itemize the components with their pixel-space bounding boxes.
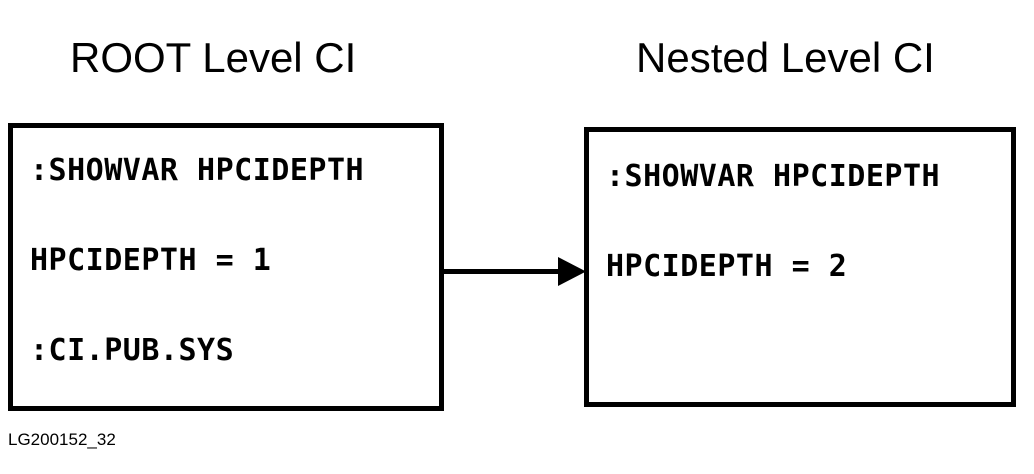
figure-caption: LG200152_32 — [8, 430, 116, 449]
column-title-nested: Nested Level CI — [636, 34, 935, 81]
terminal-box-nested: :SHOWVAR HPCIDEPTH HPCIDEPTH = 2 — [584, 127, 1016, 407]
column-title-root: ROOT Level CI — [70, 34, 357, 81]
terminal-line: HPCIDEPTH = 2 — [606, 249, 848, 284]
terminal-line: :SHOWVAR HPCIDEPTH — [30, 153, 365, 188]
terminal-line: :CI.PUB.SYS — [30, 333, 235, 368]
terminal-line: :SHOWVAR HPCIDEPTH — [606, 159, 941, 194]
terminal-output-nested: :SHOWVAR HPCIDEPTH HPCIDEPTH = 2 — [589, 132, 1011, 402]
terminal-output-root: :SHOWVAR HPCIDEPTH HPCIDEPTH = 1 :CI.PUB… — [13, 128, 439, 406]
terminal-box-root: :SHOWVAR HPCIDEPTH HPCIDEPTH = 1 :CI.PUB… — [8, 123, 444, 411]
terminal-line: HPCIDEPTH = 1 — [30, 243, 272, 278]
arrow-right-icon — [441, 257, 586, 286]
